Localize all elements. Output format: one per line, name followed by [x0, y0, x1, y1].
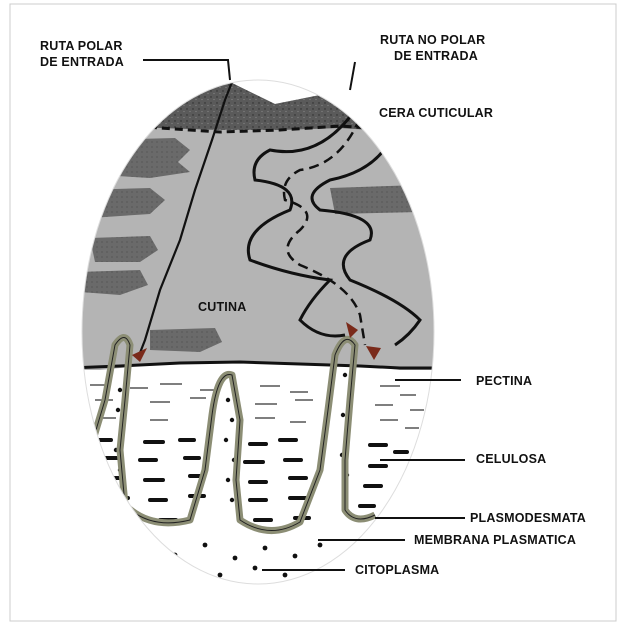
label-cutina: CUTINA	[198, 300, 246, 314]
label-ruta-polar-1: RUTA POLAR	[40, 39, 123, 53]
label-citoplasma: CITOPLASMA	[355, 563, 439, 577]
label-ruta-polar-2: DE ENTRADA	[40, 55, 124, 69]
wax-patch	[100, 138, 190, 178]
label-membrana-plasmatica: MEMBRANA PLASMATICA	[414, 533, 576, 547]
label-cera-cuticular: CERA CUTICULAR	[379, 106, 493, 120]
label-ruta-no-polar-1: RUTA NO POLAR	[380, 33, 485, 47]
wax-patch	[330, 185, 432, 214]
label-ruta-no-polar-2: DE ENTRADA	[394, 49, 478, 63]
label-celulosa: CELULOSA	[476, 452, 546, 466]
label-pectina: PECTINA	[476, 374, 532, 388]
cuticle-oval	[70, 70, 450, 590]
label-plasmodesmata: PLASMODESMATA	[470, 511, 586, 525]
